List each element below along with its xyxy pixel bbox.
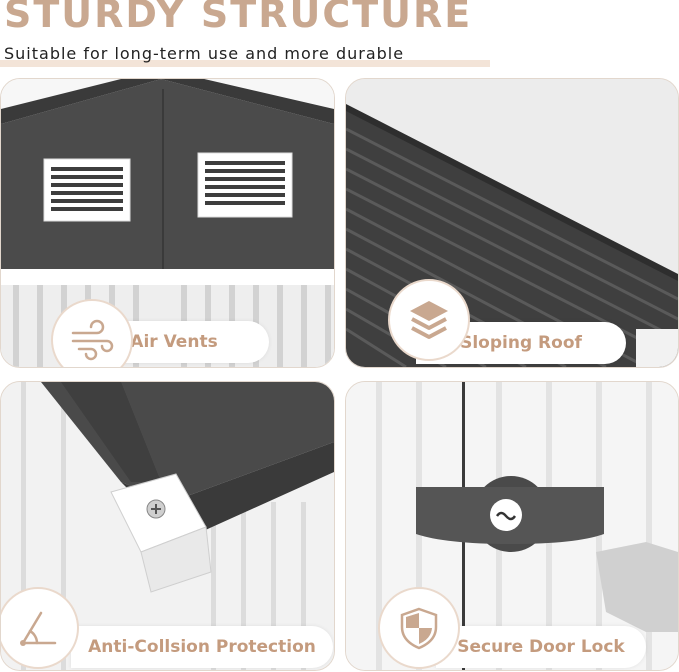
wind-icon (71, 319, 114, 361)
feature-panel-sloping-roof: Sloping Roof (345, 78, 679, 368)
feature-icon-circle (388, 279, 470, 361)
feature-icon-circle (1, 587, 79, 669)
page-subtitle: Suitable for long-term use and more dura… (4, 44, 405, 63)
feature-label: Sloping Roof (416, 322, 626, 364)
feature-icon-circle (51, 299, 133, 367)
feature-label: Anti-Collsion Protection (71, 626, 333, 668)
feature-icon-circle (378, 587, 460, 669)
corner-cap-illustration (1, 382, 334, 670)
feature-label: Secure Door Lock (436, 626, 646, 668)
feature-panel-door-lock: Secure Door Lock (345, 381, 679, 671)
shield-icon (400, 607, 438, 650)
feature-panel-air-vents: Air Vents (0, 78, 335, 368)
layers-icon (410, 301, 448, 339)
feature-panel-anti-collision: Anti-Collsion Protection (0, 381, 335, 671)
page-title: STURDY STRUCTURE (4, 0, 473, 36)
angle-icon (20, 611, 57, 646)
